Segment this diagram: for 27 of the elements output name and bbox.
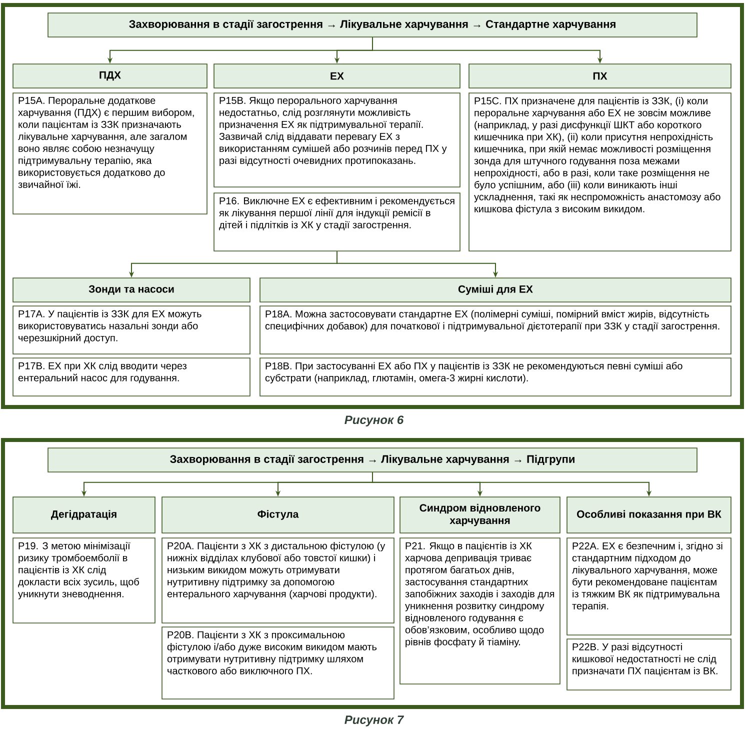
recommendation-box: P15B. Якщо перорального харчування недостатньо, слід розглянути можливість призначення ЕХ як підтримувальної терапії. Зазвичай слід віддавати перевагу ЕХ з використанням сумішей або розчинів перед ПХ у разі відсутності очевидних протипоказань. <box>214 92 460 188</box>
recommendation-box: P15A. Пероральне додаткове харчування (ПДХ) є першим вибором, коли пацієнтам із ЗЗК призначають лікувальне харчування, але загалом воно являє собою незначущу підтримувальну терапію, яка використовується додатково до звичайної їжі. <box>12 92 208 214</box>
category-box: ПХ <box>468 64 732 88</box>
header-box: Захворювання в стадії загострення → Лікувальне харчування → Підгрупи <box>48 448 698 472</box>
recommendation-box: P17B. ЕХ при ХК слід вводити через ентеральний насос для годування. <box>12 358 250 396</box>
category-box: ПДХ <box>12 64 208 88</box>
recommendation-box: P22B. У разі відсутності кишкової недостатності не слід призначати ПХ пацієнтам із ВК. <box>566 638 732 690</box>
recommendation-box: P20B. Пацієнти з ХК з проксимальною фістулою і/або дуже високим викидом мають отримувати нутритивну підтримку шляхом часткового або виключного ПХ. <box>162 626 394 700</box>
header-box: Захворювання в стадії загострення → Лікувальне харчування → Стандартне харчування <box>48 12 698 38</box>
recommendation-box: P16. Виключне ЕХ є ефективним і рекомендується як лікування першої лінії для індукції ремісії в дітей і підлітків із ХК у стадії загострення. <box>214 192 460 252</box>
recommendation-box: P18B. При застосуванні ЕХ або ПХ у пацієнтів із ЗЗК не рекомендуються певні суміші або субстрати (наприклад, глютамін, омега-3 жирні кислоти). <box>260 358 732 396</box>
category-box: Синдром відновленого харчування <box>400 496 560 534</box>
recommendation-box: P21. Якщо в пацієнтів із ХК харчова депривація триває протягом багатьох днів, застосування стандартних запобіжних заходів і заходів для уникнення розвитку синдрому відновленого годування є обов’язковим, особливо щодо рівнів фосфату й тіаміну. <box>400 538 560 684</box>
category-box: ЕХ <box>214 64 460 88</box>
category-box: Суміші для ЕХ <box>260 278 732 302</box>
category-box: Фістула <box>162 496 394 534</box>
category-box: Зонди та насоси <box>12 278 250 302</box>
recommendation-box: P17A. У пацієнтів із ЗЗК для ЕХ можуть використовуватись назальні зонди або черезшкірний доступ. <box>12 306 250 354</box>
recommendation-box: P15C. ПХ призначене для пацієнтів із ЗЗК, (i) коли пероральне харчування або ЕХ не зовсім можливе (наприклад, у разі дисфункції ШКТ або короткого кишечника при ХК), (ii) коли присутня непрохідність кишечника, при якій немає можливості розміщення зонда для штучного годування поза межами непрохідності, або в разі, коли таке розміщення не було успішним, або (iii) коли виникають інші ускладнення, такі як неспроможність анастомозу або кишкова фістула з високим викидом. <box>468 92 732 252</box>
category-box: Особливі показання при ВК <box>566 496 732 534</box>
recommendation-box: P19. З метою мінімізації ризику тромбоемболії в пацієнтів із ХК слід докласти всіх зусиль, щоб уникнути зневоднення. <box>12 538 156 624</box>
figure-caption: Рисунок 6 <box>344 416 404 426</box>
recommendation-box: P20A. Пацієнти з ХК з дистальною фістулою (у нижніх відділах клубової або товстої кишки) і низьким викидом можуть отримувати нутритивну підтримку за допомогою ентерального харчування (харчові продукти). <box>162 538 394 624</box>
figure-caption: Рисунок 7 <box>344 716 404 726</box>
recommendation-box: P18A. Можна застосовувати стандартне ЕХ (полімерні суміші, помірний вміст жирів, відсутність специфічних добавок) для початкової і підтримувальної дієтотерапії при ЗЗК у стадії загострення. <box>260 306 732 354</box>
category-box: Дегідратація <box>12 496 156 534</box>
recommendation-box: P22A. ЕХ є безпечним і, згідно зі стандартним підходом до лікувального харчування, може бути рекомендоване пацієнтам із тяжким ВК як підтримувальна терапія. <box>566 538 732 636</box>
